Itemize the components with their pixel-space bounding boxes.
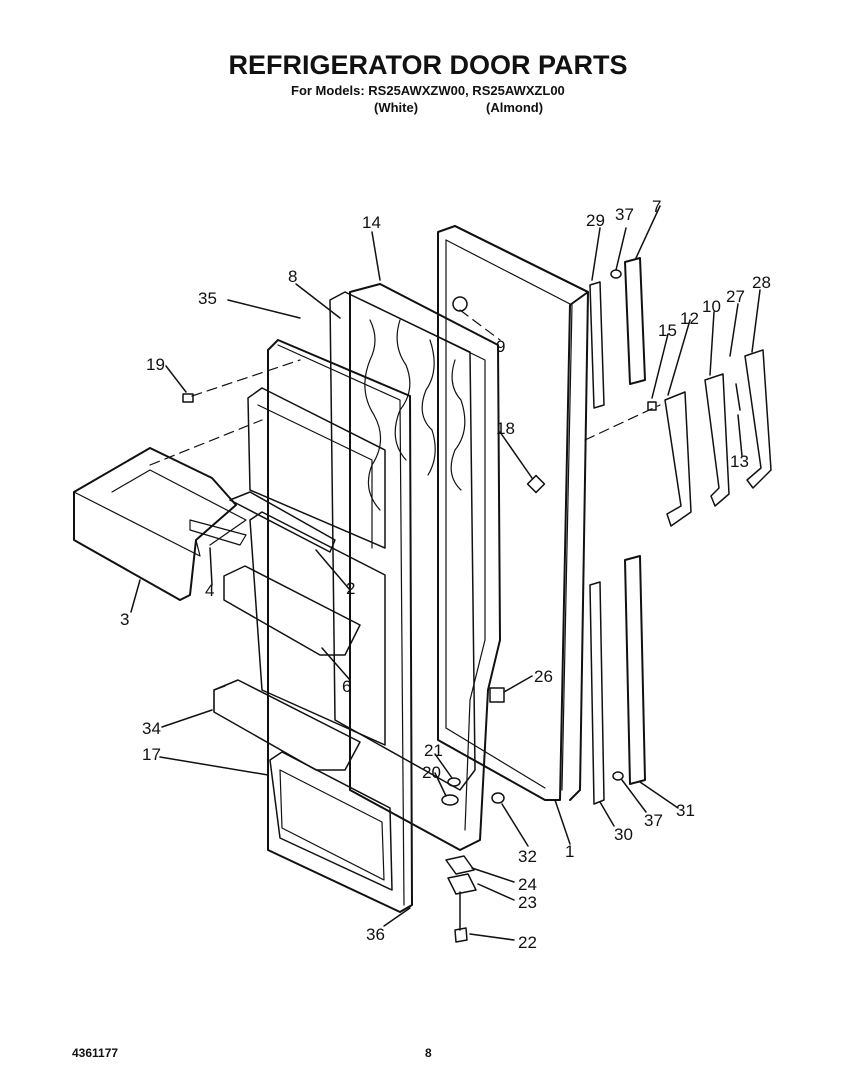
callout-30: 30 [614, 825, 633, 844]
callout-37-top: 37 [615, 205, 634, 224]
callout-36: 36 [366, 925, 385, 944]
callout-12: 12 [680, 309, 699, 328]
callout-13: 13 [730, 452, 749, 471]
page-number: 8 [425, 1046, 432, 1060]
callout-6: 6 [342, 677, 351, 696]
callout-10: 10 [702, 297, 721, 316]
callout-35: 35 [198, 289, 217, 308]
callout-37-bottom: 37 [644, 811, 663, 830]
assembly-lines [149, 309, 661, 466]
callout-7: 7 [652, 197, 661, 216]
callout-2: 2 [346, 579, 355, 598]
page-title: REFRIGERATOR DOOR PARTS [228, 50, 628, 80]
door-gasket [329, 291, 476, 791]
brackets [664, 349, 772, 527]
document-number: 4361177 [72, 1046, 119, 1060]
inner-door-liner [247, 339, 413, 913]
leader-lines [130, 205, 761, 941]
callout-15: 15 [658, 321, 677, 340]
callout-26: 26 [534, 667, 553, 686]
lower-frame [269, 751, 393, 891]
callout-1: 1 [565, 842, 574, 861]
callout-32: 32 [518, 847, 537, 866]
callout-24: 24 [518, 875, 537, 894]
callout-27: 27 [726, 287, 745, 306]
callout-9: 9 [496, 337, 505, 356]
callout-19: 19 [146, 355, 165, 374]
door-handle-parts [589, 257, 646, 805]
callout-3: 3 [120, 610, 129, 629]
callout-31: 31 [676, 801, 695, 820]
callout-14: 14 [362, 213, 381, 232]
callout-29: 29 [586, 211, 605, 230]
callout-18: 18 [496, 419, 515, 438]
color-label-almond: (Almond) [486, 100, 544, 115]
callout-21: 21 [424, 741, 443, 760]
color-label-white: (White) [374, 100, 419, 115]
callout-34: 34 [142, 719, 161, 738]
door-bins [189, 491, 361, 771]
outer-door-panel [437, 225, 589, 801]
callout-22: 22 [518, 933, 537, 952]
dispenser-cover [73, 447, 247, 601]
callout-labels: 14 8 35 19 29 37 7 28 27 10 12 15 13 9 1… [120, 197, 771, 952]
callout-20: 20 [422, 763, 441, 782]
callout-28: 28 [752, 273, 771, 292]
callout-8: 8 [288, 267, 297, 286]
callout-4: 4 [205, 581, 214, 600]
hinge-parts [445, 855, 477, 943]
callout-23: 23 [518, 893, 537, 912]
callout-17: 17 [142, 745, 161, 764]
fasteners [182, 269, 741, 806]
models-line: For Models: RS25AWXZW00, RS25AWXZL00 [291, 83, 565, 98]
